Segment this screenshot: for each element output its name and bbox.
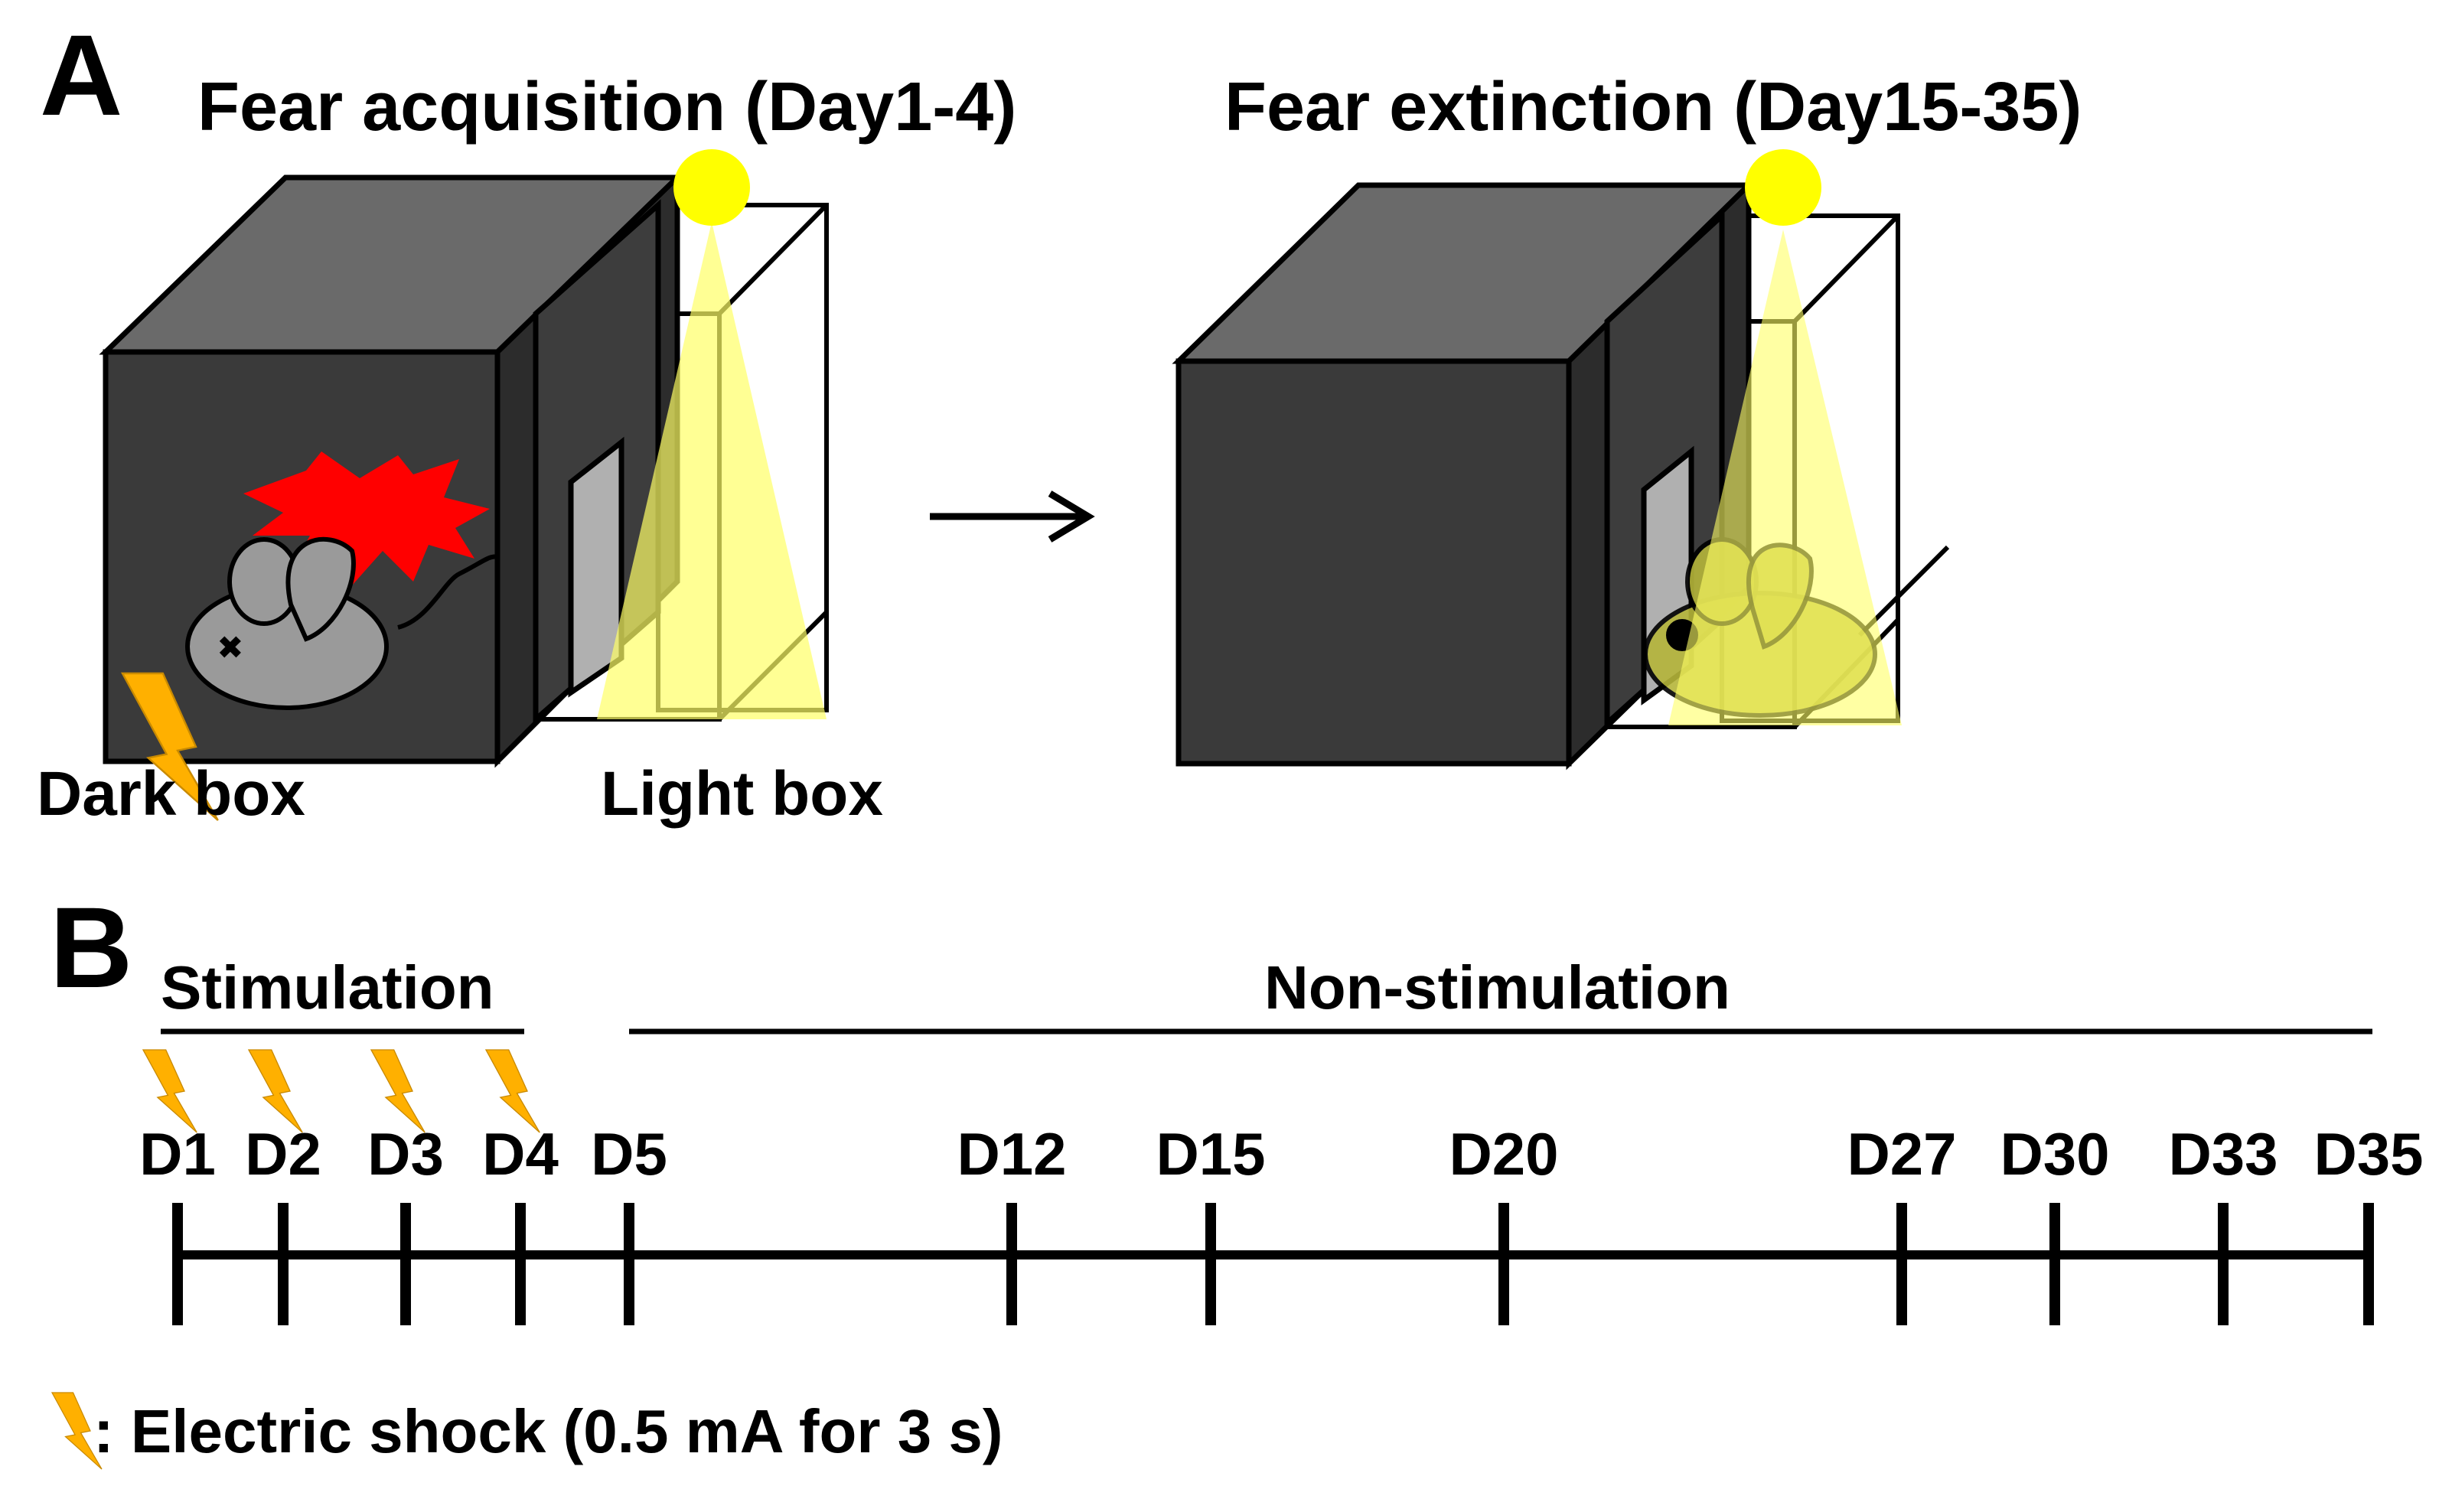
- day-label-d1: D1: [139, 1120, 216, 1188]
- light-beam: [597, 222, 827, 719]
- lamp-extinction: [1745, 149, 1821, 226]
- acquisition-apparatus: ×: [99, 149, 829, 822]
- extinction-title: Fear extinction (Day15-35): [1224, 69, 2082, 145]
- stimulation-label: Stimulation: [161, 953, 494, 1022]
- lamp: [673, 149, 750, 226]
- day-label-d12: D12: [957, 1120, 1066, 1188]
- light-box-label: Light box: [601, 759, 883, 829]
- extinction-apparatus: [1172, 149, 1950, 771]
- acquisition-title: Fear acquisition (Day1-4): [197, 69, 1016, 145]
- day-label-d33: D33: [2168, 1120, 2278, 1188]
- day-label-d35: D35: [2313, 1120, 2423, 1188]
- day-label-d20: D20: [1449, 1120, 1558, 1188]
- panel-a-label: A: [40, 11, 122, 139]
- light-beam-extinction: [1668, 230, 1902, 725]
- panel-b-label: B: [50, 883, 132, 1012]
- day-label-d4: D4: [482, 1120, 559, 1188]
- day-label-d27: D27: [1847, 1120, 1956, 1188]
- day-label-d3: D3: [367, 1120, 444, 1188]
- non-stimulation-label: Non-stimulation: [1264, 953, 1730, 1022]
- dark-box-label: Dark box: [37, 759, 305, 829]
- day-label-d15: D15: [1156, 1120, 1265, 1188]
- legend-text: : Electric shock (0.5 mA for 3 s): [93, 1397, 1003, 1465]
- day-label-d5: D5: [591, 1120, 667, 1188]
- legend: : Electric shock (0.5 mA for 3 s): [51, 1392, 1003, 1470]
- arrow-icon: [930, 490, 1095, 543]
- timeline: D1 D2 D3 D4 D5 D12 D15 D20 D27 D30 D33 D35: [139, 1049, 2424, 1325]
- day-label-d2: D2: [245, 1120, 321, 1188]
- svg-text:×: ×: [220, 628, 240, 666]
- day-label-d30: D30: [2000, 1120, 2109, 1188]
- mouse: ×: [185, 536, 498, 710]
